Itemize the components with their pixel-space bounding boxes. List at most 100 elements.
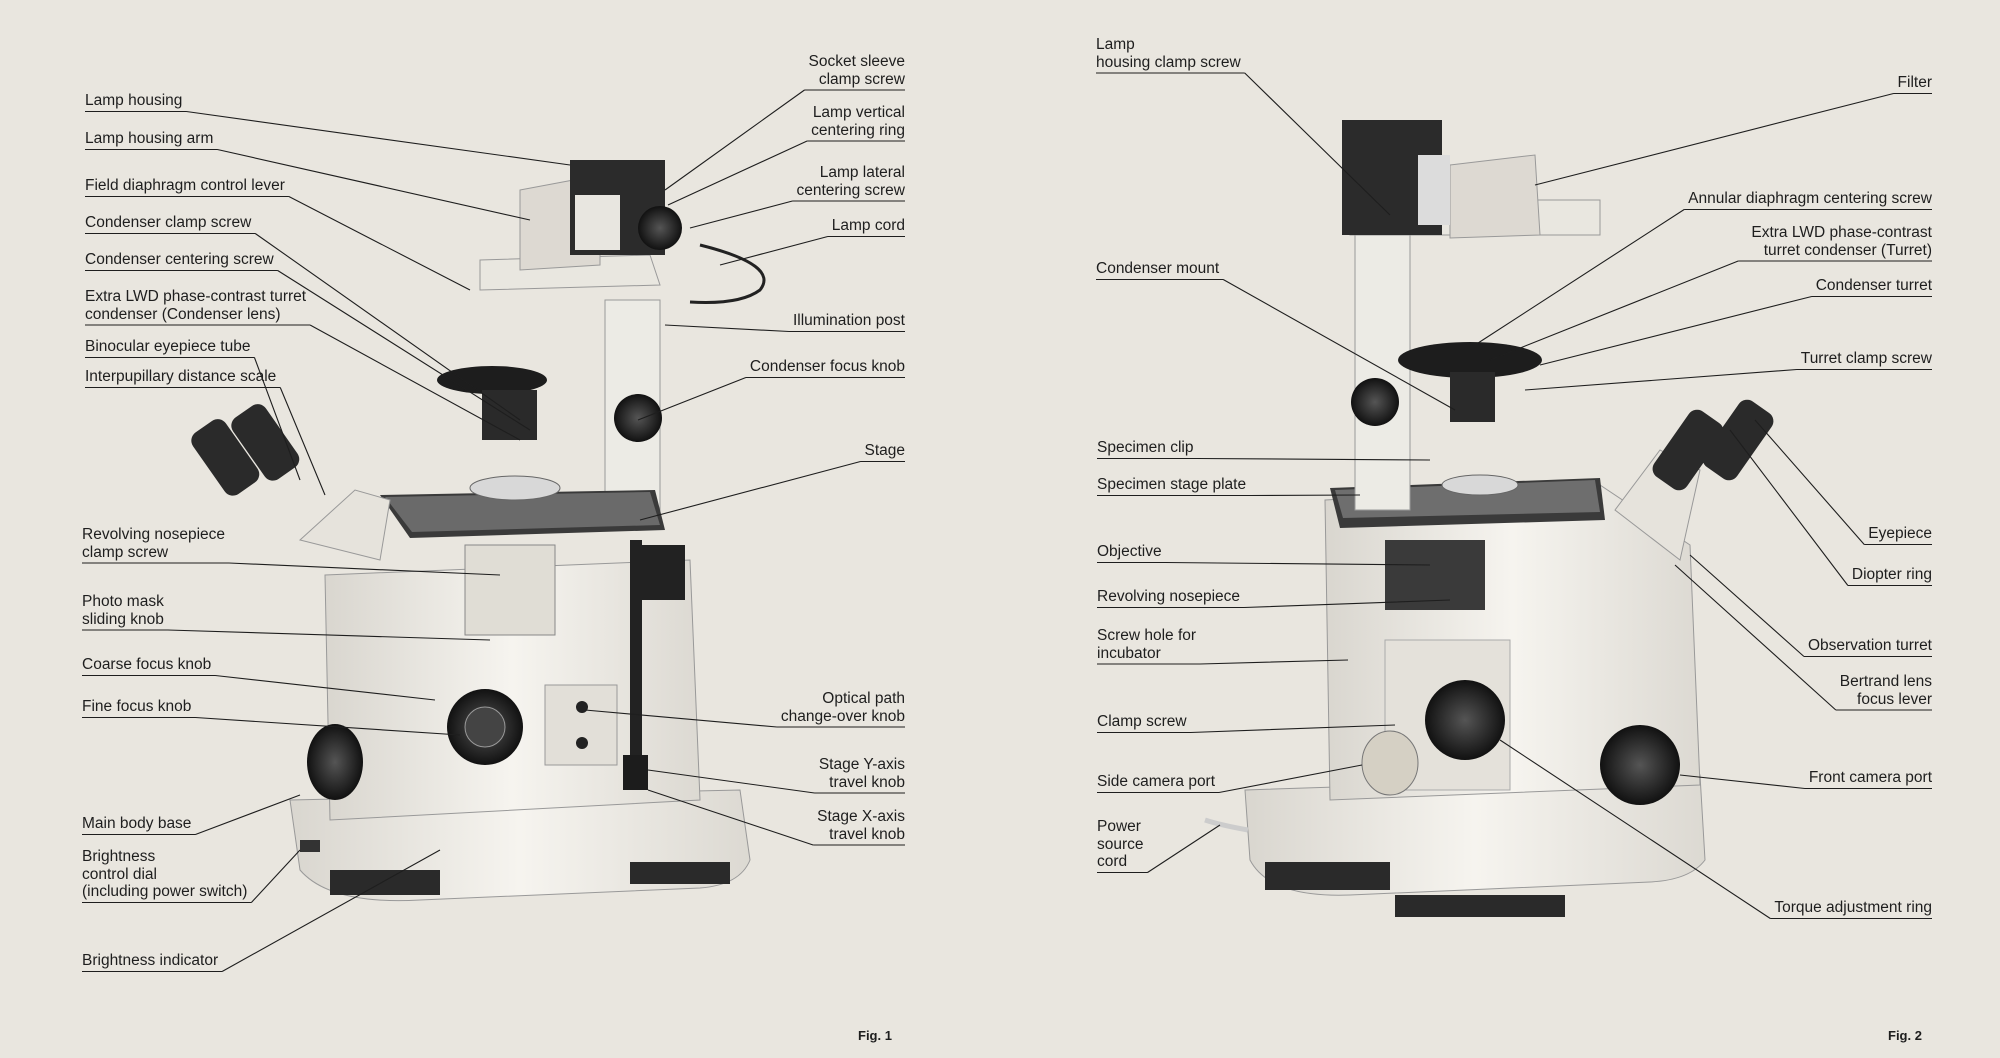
label-line: Lamp cord xyxy=(831,217,905,234)
label-line: clamp screw xyxy=(818,70,905,88)
leader-diopter-ring xyxy=(1729,429,1932,587)
leader-observation-turret xyxy=(1689,554,1932,658)
label-filter: Filter xyxy=(1898,74,1932,92)
label-line: Condenser focus knob xyxy=(749,358,905,375)
label-binocular-eyepiece-tube: Binocular eyepiece tube xyxy=(85,338,250,356)
label-line: housing clamp screw xyxy=(1096,53,1241,71)
label-line: source xyxy=(1097,835,1144,853)
label-line: change-over knob xyxy=(780,707,905,725)
label-condenser-clamp-screw: Condenser clamp screw xyxy=(85,214,251,232)
leader-specimen-stage-plate xyxy=(1097,494,1361,497)
label-line: Revolving nosepiece xyxy=(1097,588,1241,605)
label-torque-ring: Torque adjustment ring xyxy=(1774,899,1932,917)
label-line: Front camera port xyxy=(1808,769,1932,786)
microscope-fig1 xyxy=(191,160,766,902)
leader-condenser-clamp-screw xyxy=(85,232,521,421)
leader-side-camera-port xyxy=(1097,764,1363,794)
label-line: Side camera port xyxy=(1097,773,1216,790)
label-side-camera-port: Side camera port xyxy=(1097,773,1215,791)
leader-condenser-mount xyxy=(1096,278,1456,411)
label-line: Filter xyxy=(1897,74,1932,91)
label-line: Lamp lateral xyxy=(819,164,905,181)
label-line: Diopter ring xyxy=(1851,566,1932,583)
label-clamp-screw: Clamp screw xyxy=(1097,713,1187,731)
label-line: Revolving nosepiece xyxy=(82,526,226,543)
leader-socket-sleeve-screw xyxy=(664,89,905,191)
leader-stage-y-knob xyxy=(647,769,905,794)
label-line: control dial xyxy=(82,865,157,883)
label-annular-diaphragm-screw: Annular diaphragm centering screw xyxy=(1688,190,1932,208)
leader-revolving-nosepiece xyxy=(1097,599,1451,609)
label-line: Power xyxy=(1097,818,1141,835)
microscope-fig2 xyxy=(1204,120,1774,917)
label-line: Coarse focus knob xyxy=(82,656,212,673)
label-line: Stage xyxy=(864,442,905,459)
label-line: Clamp screw xyxy=(1097,713,1187,730)
leader-extra-lwd-turret xyxy=(1489,260,1932,361)
label-condenser-centering-screw: Condenser centering screw xyxy=(85,251,274,269)
label-line: Condenser centering screw xyxy=(85,251,274,268)
label-revolving-nosepiece: Revolving nosepiece xyxy=(1097,588,1240,606)
label-line: condenser (Condenser lens) xyxy=(85,305,281,323)
leader-illumination-post xyxy=(664,324,905,333)
label-field-diaphragm-lever: Field diaphragm control lever xyxy=(85,177,285,195)
leader-coarse-focus-knob xyxy=(82,674,436,701)
label-line: Observation turret xyxy=(1807,637,1932,654)
label-fine-focus-knob: Fine focus knob xyxy=(82,698,191,716)
leader-lamp-vertical-ring xyxy=(667,140,905,206)
label-condenser-mount: Condenser mount xyxy=(1096,260,1219,278)
leader-lamp-housing xyxy=(85,110,571,166)
label-line: Objective xyxy=(1097,543,1162,560)
leader-incubator-screw-hole xyxy=(1097,659,1349,665)
label-specimen-stage-plate: Specimen stage plate xyxy=(1097,476,1246,494)
label-line: Torque adjustment ring xyxy=(1774,899,1932,916)
label-line: Socket sleeve xyxy=(808,53,906,70)
label-line: Lamp housing xyxy=(85,92,183,109)
label-line: travel knob xyxy=(829,773,905,791)
label-line: Condenser mount xyxy=(1096,260,1220,277)
label-interpupillary-scale: Interpupillary distance scale xyxy=(85,368,276,386)
leader-main-body-base xyxy=(82,794,301,836)
label-line: Bertrand lens xyxy=(1839,673,1932,690)
label-line: Condenser turret xyxy=(1815,277,1932,294)
label-line: cord xyxy=(1097,853,1128,870)
label-line: Eyepiece xyxy=(1868,525,1932,542)
figure-caption-1: Fig. 1 xyxy=(858,1028,892,1043)
label-line: Annular diaphragm centering screw xyxy=(1688,190,1932,207)
label-stage: Stage xyxy=(864,442,905,460)
label-specimen-clip: Specimen clip xyxy=(1097,439,1194,457)
label-line: clamp screw xyxy=(82,543,169,561)
leader-photo-mask-knob xyxy=(82,629,491,641)
label-line: Extra LWD phase-contrast xyxy=(1751,224,1932,241)
label-line: travel knob xyxy=(829,825,905,843)
label-condenser-turret: Condenser turret xyxy=(1816,277,1932,295)
label-observation-turret: Observation turret xyxy=(1808,637,1932,655)
label-line: (including power switch) xyxy=(82,883,248,900)
label-line: focus lever xyxy=(1857,690,1932,708)
label-line: Optical path xyxy=(822,690,905,707)
label-line: centering ring xyxy=(811,121,905,139)
label-front-camera-port: Front camera port xyxy=(1809,769,1932,787)
leader-lamp-lateral-screw xyxy=(689,200,905,229)
label-line: Turret clamp screw xyxy=(1800,350,1932,367)
label-line: Specimen stage plate xyxy=(1097,476,1247,493)
label-line: Binocular eyepiece tube xyxy=(85,338,251,355)
label-line: sliding knob xyxy=(82,610,164,628)
leader-condenser-focus-knob xyxy=(637,376,905,421)
label-condenser-focus-knob: Condenser focus knob xyxy=(750,358,905,376)
label-turret-clamp-screw: Turret clamp screw xyxy=(1801,350,1932,368)
leader-specimen-clip xyxy=(1097,457,1431,461)
label-line: Fine focus knob xyxy=(82,698,192,715)
